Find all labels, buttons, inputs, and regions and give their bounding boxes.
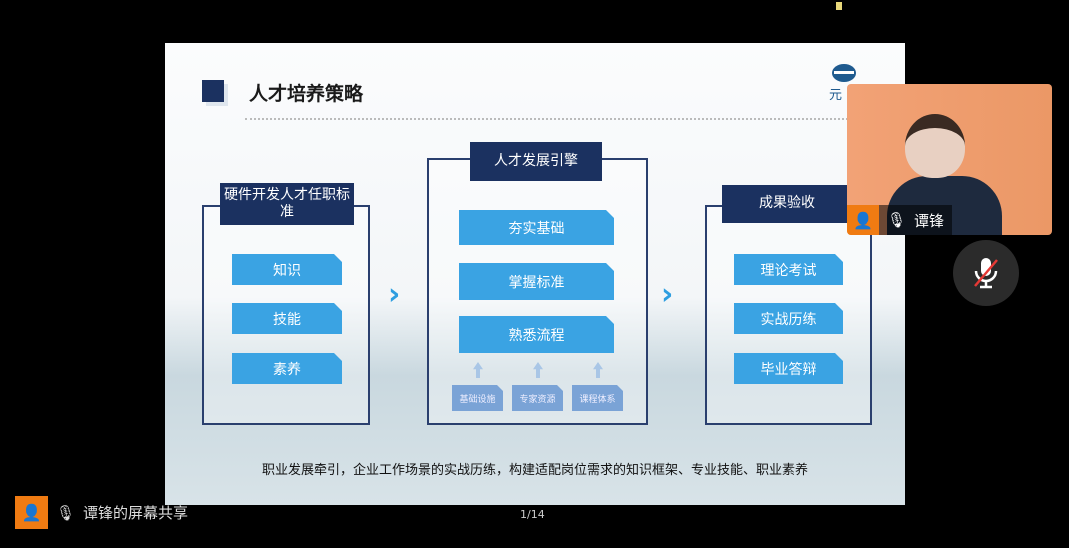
mic-icon: 🎙 xyxy=(56,503,76,522)
left-item: 素养 xyxy=(232,353,342,384)
page-indicator: 1/14 xyxy=(520,508,545,521)
avatar-icon: 👤 xyxy=(15,496,48,529)
title-divider xyxy=(245,118,880,120)
screen-share-label: 👤 🎙 谭锋的屏幕共享 xyxy=(15,496,188,529)
company-logo: 元 xyxy=(829,64,856,103)
participant-face xyxy=(905,114,965,178)
share-owner-label: 谭锋的屏幕共享 xyxy=(83,504,189,522)
up-arrow-icon xyxy=(593,362,603,378)
chevron-right-icon: › xyxy=(661,277,674,312)
resource-box: 专家资源 xyxy=(512,385,563,411)
mic-icon: 🎙 xyxy=(887,211,907,229)
svg-text:元: 元 xyxy=(829,88,842,103)
middle-item: 掌握标准 xyxy=(459,263,614,300)
shared-slide: 人才培养策略 元 硬件开发人才任职标准 知识 技能 素养 › 人才发展引擎 夯实… xyxy=(165,43,905,505)
resource-box: 课程体系 xyxy=(572,385,623,411)
chevron-right-icon: › xyxy=(388,277,401,312)
participant-namebar: 👤 🎙 谭锋 xyxy=(847,205,953,235)
right-item: 理论考试 xyxy=(734,254,843,285)
middle-item: 熟悉流程 xyxy=(459,316,614,353)
middle-panel-header: 人才发展引擎 xyxy=(470,142,602,181)
left-panel-header: 硬件开发人才任职标准 xyxy=(220,183,354,225)
participant-name: 谭锋 xyxy=(914,211,945,230)
left-item: 知识 xyxy=(232,254,342,285)
title-square-icon xyxy=(202,80,224,102)
participant-video[interactable]: 👤 🎙 谭锋 xyxy=(847,84,1052,235)
right-panel-header: 成果验收 xyxy=(722,185,852,223)
slide-title: 人才培养策略 xyxy=(249,83,364,105)
avatar-icon: 👤 xyxy=(847,205,879,235)
up-arrow-icon xyxy=(473,362,483,378)
up-arrow-icon xyxy=(533,362,543,378)
right-item: 实战历练 xyxy=(734,303,843,334)
right-item: 毕业答辩 xyxy=(734,353,843,384)
slide-caption: 职业发展牵引，企业工作场景的实战历练，构建适配岗位需求的知识框架、专业技能、职业… xyxy=(261,463,808,478)
indicator-icon xyxy=(836,2,842,10)
mute-button[interactable] xyxy=(953,240,1019,306)
middle-item: 夯实基础 xyxy=(459,210,614,245)
resource-box: 基础设施 xyxy=(452,385,503,411)
left-item: 技能 xyxy=(232,303,342,334)
mic-muted-icon xyxy=(974,258,998,289)
